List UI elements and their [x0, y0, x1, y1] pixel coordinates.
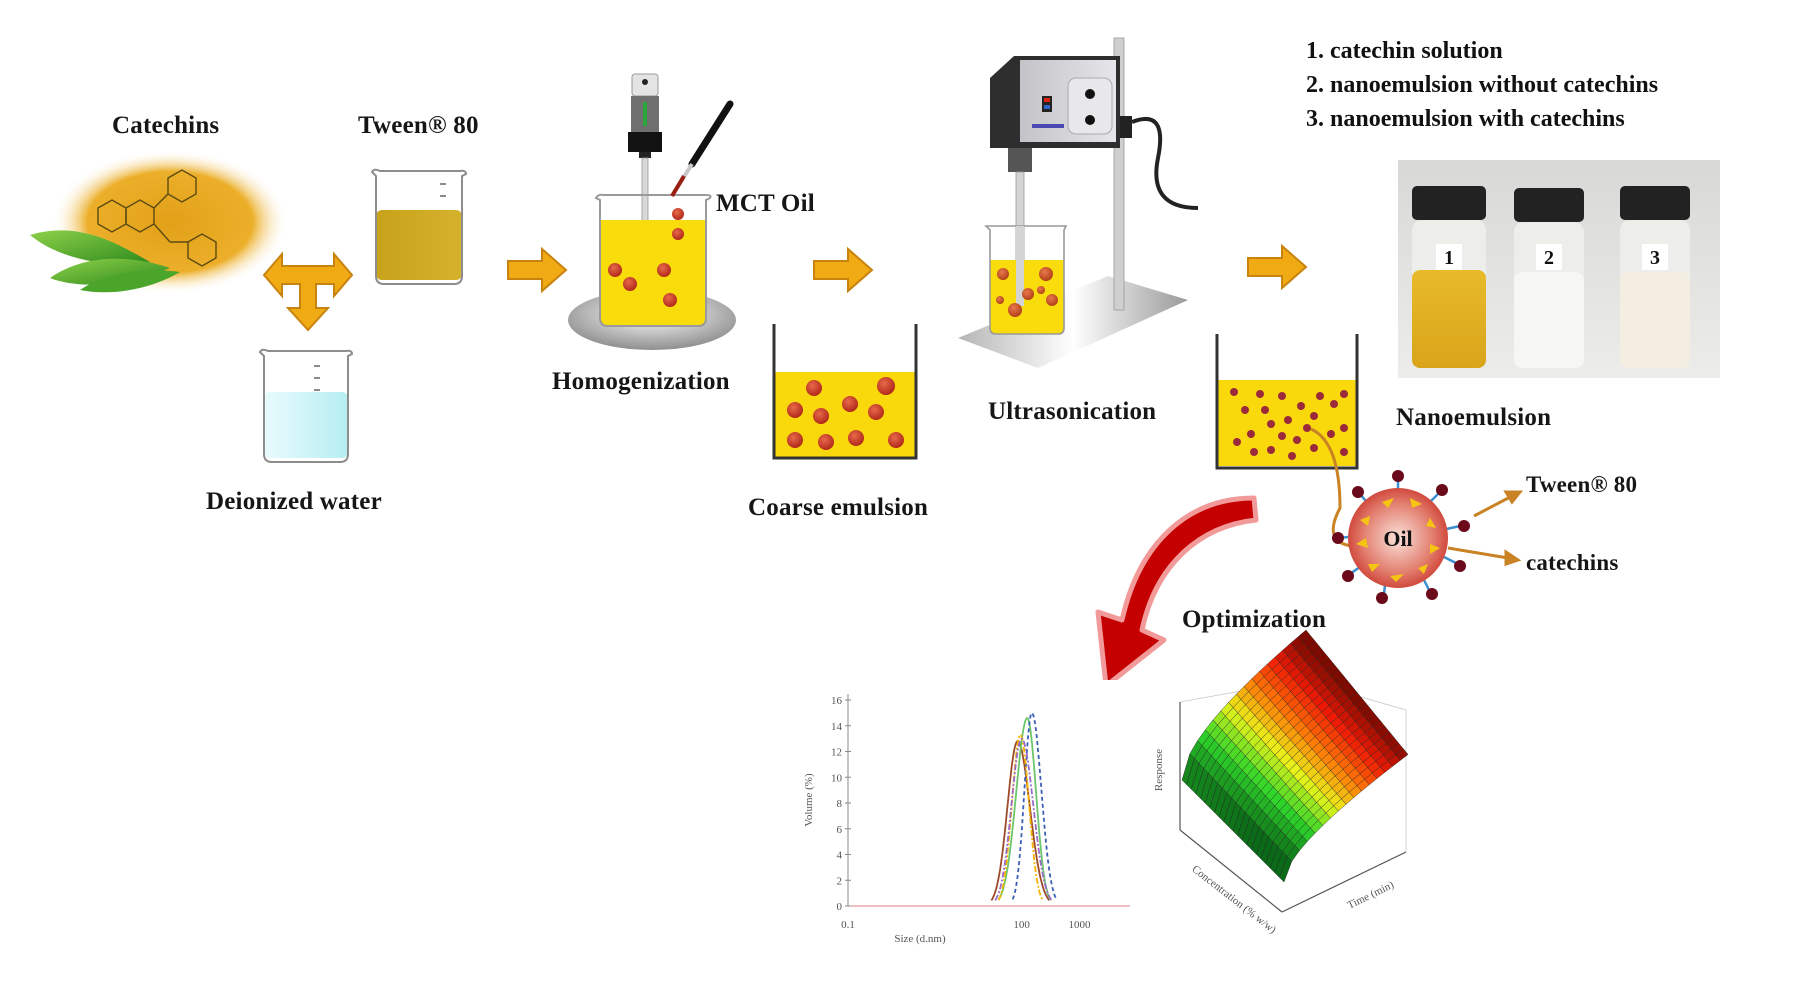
y-tick-label: 8 [837, 798, 843, 810]
surface-cell [1279, 856, 1293, 883]
y-tick-label: 6 [837, 824, 843, 836]
mct-oil-label: MCT Oil [716, 190, 815, 217]
arrow-right-icon [813, 246, 874, 294]
series-orange [997, 733, 1044, 901]
tea-leaf-icon [50, 258, 170, 285]
vial-legend: 1. catechin solution 2. nanoemulsion wit… [1306, 34, 1658, 136]
legend-item-3: 3. nanoemulsion with catechins [1306, 106, 1625, 132]
catechins-label: Catechins [112, 112, 220, 139]
series-green [997, 717, 1051, 901]
x-axis-label: Size (d.nm) [894, 933, 946, 945]
t-arrow-icon [262, 251, 354, 332]
y-axis-label: Volume (%) [803, 773, 815, 827]
vial-3: 3 [1620, 186, 1690, 368]
y-tick-label: 10 [831, 772, 843, 784]
vial-number-2: 2 [1544, 247, 1554, 269]
y-tick-label: 0 [837, 901, 843, 913]
catechins-illustration [30, 150, 288, 294]
y-tick-label: 12 [831, 747, 842, 759]
ultrasonicator-illustration [958, 37, 1199, 368]
legend-item-2: 2. nanoemulsion without catechins [1306, 72, 1659, 98]
vial-2: 2 [1514, 188, 1584, 368]
droplet-catechins-label: catechins [1526, 550, 1619, 575]
x-tick-label: 0.1 [841, 919, 855, 931]
tween-label: Tween® 80 [358, 112, 479, 139]
water-label: Deionized water [206, 488, 382, 515]
size-distribution-chart: 0 2 4 6 8 10 12 14 16 0.1 100 1000 Size (d.nm) Volu… [800, 680, 1140, 980]
coarse-emulsion-label: Coarse emulsion [748, 494, 929, 521]
vials-photo: 1 2 3 [1398, 160, 1720, 378]
nanoemulsion-container [1215, 334, 1359, 548]
vial-1: 1 [1412, 186, 1486, 368]
series-purple [994, 737, 1053, 901]
x-tick-label: 1000 [1069, 919, 1092, 931]
optimization-label: Optimization [1182, 606, 1327, 633]
x-tick-label: 100 [1013, 919, 1030, 931]
surface-x-label: Time (min) [1346, 879, 1397, 912]
tea-leaf-icon [80, 270, 180, 293]
coarse-emulsion-container [772, 324, 918, 460]
curved-arrow-icon [1095, 495, 1259, 689]
oil-core-label: Oil [1383, 526, 1412, 551]
surface-z-label: Response [1153, 749, 1165, 791]
nanoemulsion-label: Nanoemulsion [1396, 404, 1552, 431]
tea-leaf-icon [30, 230, 150, 264]
tween-beaker [370, 168, 468, 285]
vial-number-3: 3 [1650, 247, 1660, 269]
oil-droplet-schematic: Oil [1332, 470, 1524, 604]
legend-item-1: 1. catechin solution [1306, 38, 1503, 64]
ultrasonication-label: Ultrasonication [988, 398, 1157, 425]
y-tick-label: 14 [831, 721, 843, 733]
y-tick-label: 2 [837, 875, 843, 887]
series-blue [1011, 711, 1058, 900]
y-tick-label: 4 [837, 850, 843, 862]
vial-number-1: 1 [1444, 247, 1454, 269]
water-beaker [258, 348, 354, 463]
droplet-tween-label: Tween® 80 [1526, 472, 1638, 497]
y-tick-label: 16 [831, 695, 843, 707]
response-surface-chart: Concentration (% w/w) Time (min) Respons… [1153, 629, 1409, 936]
arrow-right-icon [1247, 243, 1308, 291]
homogenization-label: Homogenization [552, 368, 730, 395]
homogenizer-illustration [568, 73, 736, 350]
catechin-molecule-icon [97, 169, 217, 267]
arrow-right-icon [507, 246, 568, 294]
